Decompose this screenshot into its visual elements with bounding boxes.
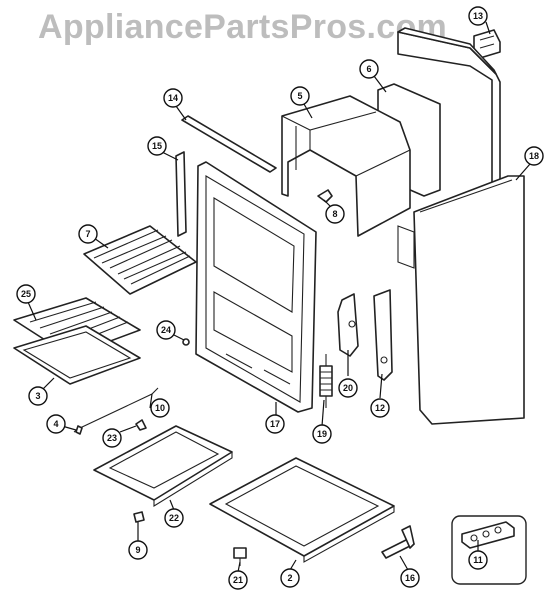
- callout-label: 13: [473, 11, 483, 21]
- part-23-clip: [135, 419, 147, 431]
- callout-label: 8: [332, 209, 337, 219]
- part-15-vertical-trim: [175, 151, 187, 237]
- callout-label: 23: [107, 433, 117, 443]
- callout-label: 15: [152, 141, 162, 151]
- callout-10: 10: [150, 398, 170, 418]
- callout-label: 17: [270, 419, 280, 429]
- part-16-anti-tip-bracket: [381, 525, 415, 559]
- callout-label: 22: [169, 513, 179, 523]
- part-12-hinge: [373, 289, 393, 381]
- callout-18: 18: [524, 146, 544, 166]
- callout-11: 11: [468, 550, 488, 570]
- callout-label: 21: [233, 575, 243, 585]
- callout-17: 17: [265, 414, 285, 434]
- part-14-trim-strip: [181, 115, 277, 173]
- callout-label: 3: [35, 391, 40, 401]
- callout-label: 11: [473, 555, 483, 565]
- part-2-bottom-panel: [209, 457, 395, 563]
- callout-label: 2: [287, 573, 292, 583]
- callout-label: 19: [317, 429, 327, 439]
- callout-20: 20: [338, 378, 358, 398]
- callout-9: 9: [128, 540, 148, 560]
- callout-24: 24: [156, 320, 176, 340]
- callout-label: 9: [135, 545, 140, 555]
- part-3-broiler-pan: [13, 325, 141, 385]
- callout-label: 25: [21, 289, 31, 299]
- callout-label: 24: [161, 325, 171, 335]
- callout-label: 7: [85, 229, 90, 239]
- callout-2: 2: [280, 568, 300, 588]
- part-9-clip: [133, 511, 145, 523]
- callout-3: 3: [28, 386, 48, 406]
- callout-label: 12: [375, 403, 385, 413]
- callout-12: 12: [370, 398, 390, 418]
- callout-label: 14: [168, 93, 178, 103]
- callout-label: 18: [529, 151, 539, 161]
- part-17-front-frame: [195, 161, 317, 413]
- part-4-rod: [73, 387, 159, 435]
- callout-label: 16: [405, 573, 415, 583]
- part-11-knob-box: [451, 515, 527, 585]
- part-18-side-panel: [397, 175, 525, 425]
- callout-13: 13: [468, 6, 488, 26]
- callout-21: 21: [228, 570, 248, 590]
- part-24-screw: [182, 338, 190, 346]
- callout-label: 6: [366, 64, 371, 74]
- callout-19: 19: [312, 424, 332, 444]
- callout-15: 15: [147, 136, 167, 156]
- callout-4: 4: [46, 414, 66, 434]
- part-19-spring: [319, 354, 333, 408]
- callout-8: 8: [325, 204, 345, 224]
- part-5-oven-box: [281, 95, 411, 237]
- watermark: AppliancePartsPros.com: [38, 8, 448, 46]
- callout-label: 20: [343, 383, 353, 393]
- part-20-bracket: [337, 293, 359, 357]
- callout-label: 5: [297, 91, 302, 101]
- callout-23: 23: [102, 428, 122, 448]
- part-7-oven-rack: [83, 225, 197, 295]
- part-22-drawer-tray: [93, 425, 233, 507]
- callout-7: 7: [78, 224, 98, 244]
- callout-22: 22: [164, 508, 184, 528]
- part-8-clip: [317, 189, 333, 203]
- callout-label: 4: [53, 419, 58, 429]
- callout-6: 6: [359, 59, 379, 79]
- callout-label: 10: [155, 403, 165, 413]
- callout-14: 14: [163, 88, 183, 108]
- callout-25: 25: [16, 284, 36, 304]
- callout-5: 5: [290, 86, 310, 106]
- callout-16: 16: [400, 568, 420, 588]
